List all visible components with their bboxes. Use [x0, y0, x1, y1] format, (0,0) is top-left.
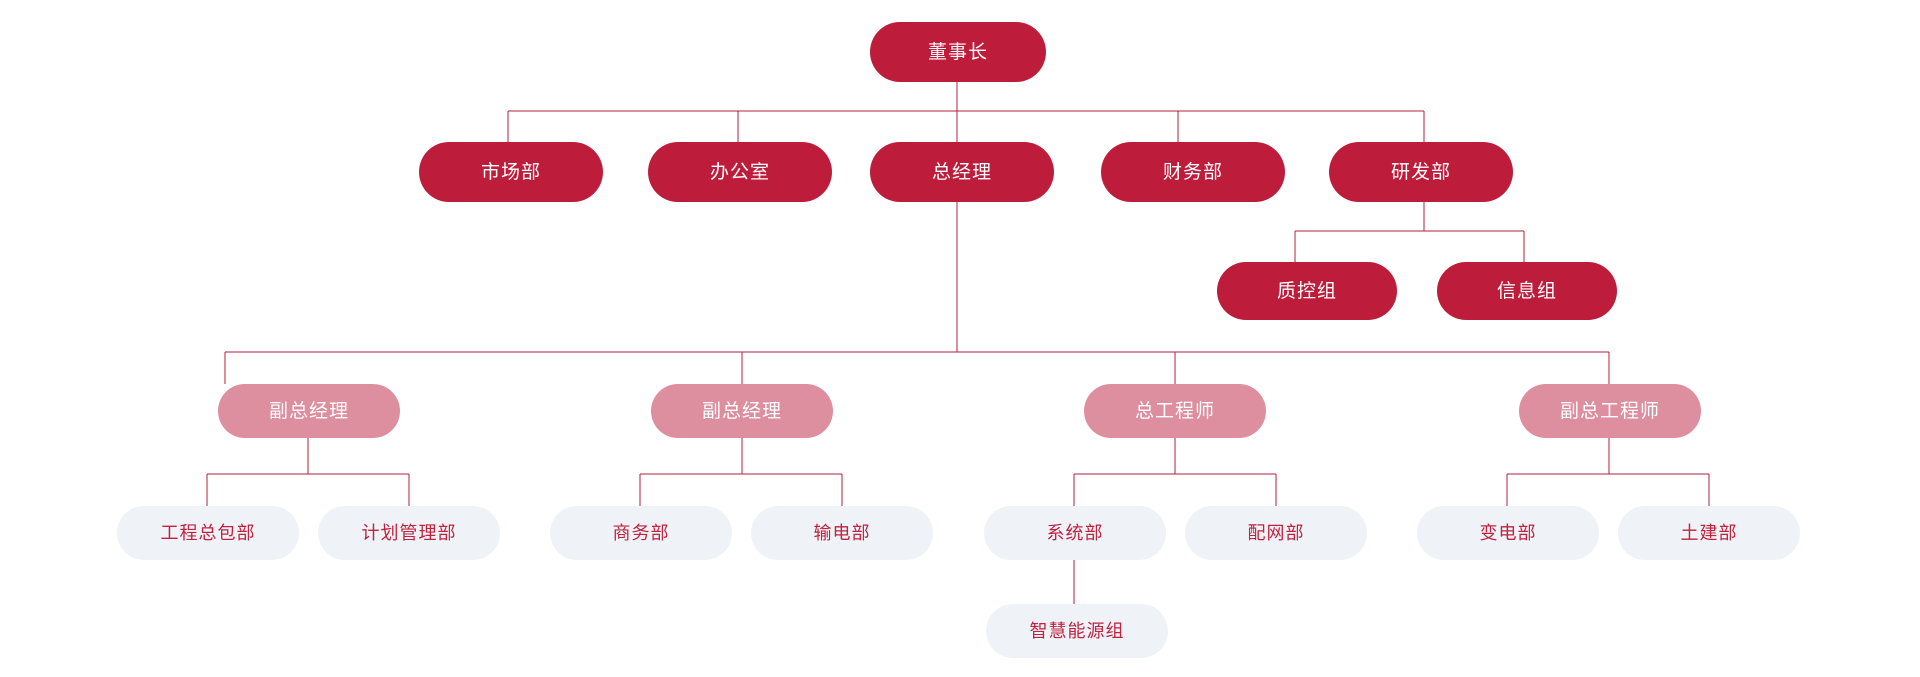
org-node-info-group[interactable]: 信息组: [1437, 262, 1617, 320]
org-node-systems-dept[interactable]: 系统部: [984, 506, 1166, 560]
org-node-chief-engineer[interactable]: 总工程师: [1084, 384, 1266, 438]
org-node-label: 信息组: [1496, 280, 1557, 302]
org-node-label: 智慧能源组: [1029, 621, 1125, 641]
org-node-smart-energy[interactable]: 智慧能源组: [986, 604, 1168, 658]
org-node-label: 变电部: [1479, 523, 1537, 543]
org-node-marketing[interactable]: 市场部: [419, 142, 603, 202]
org-node-label: 质控组: [1276, 280, 1337, 302]
org-node-epc-dept[interactable]: 工程总包部: [117, 506, 299, 560]
org-node-office[interactable]: 办公室: [648, 142, 832, 202]
org-node-label: 财务部: [1162, 161, 1223, 183]
org-node-label: 市场部: [480, 161, 541, 183]
org-node-label: 土建部: [1680, 523, 1738, 543]
org-node-label: 商务部: [612, 523, 670, 543]
org-node-label: 配网部: [1247, 523, 1305, 543]
org-node-general-manager[interactable]: 总经理: [870, 142, 1054, 202]
org-node-civil-dept[interactable]: 土建部: [1618, 506, 1800, 560]
org-node-substation-dept[interactable]: 变电部: [1417, 506, 1599, 560]
org-node-label: 输电部: [813, 523, 871, 543]
org-node-label: 办公室: [709, 161, 770, 183]
org-node-label: 计划管理部: [361, 523, 457, 543]
org-node-label: 总经理: [931, 161, 992, 183]
org-node-transmission-dept[interactable]: 输电部: [751, 506, 933, 560]
org-node-chairman[interactable]: 董事长: [870, 22, 1046, 82]
org-node-label: 副总工程师: [1559, 400, 1660, 422]
org-node-deputy-chief-eng[interactable]: 副总工程师: [1519, 384, 1701, 438]
org-node-label: 总工程师: [1134, 400, 1215, 422]
org-node-rd[interactable]: 研发部: [1329, 142, 1513, 202]
org-node-label: 副总经理: [701, 400, 782, 422]
org-node-label: 副总经理: [268, 400, 349, 422]
org-node-label: 工程总包部: [160, 523, 256, 543]
org-node-label: 董事长: [927, 41, 988, 63]
org-node-qc-group[interactable]: 质控组: [1217, 262, 1397, 320]
org-node-label: 系统部: [1046, 523, 1104, 543]
org-node-label: 研发部: [1390, 161, 1451, 183]
org-node-commercial-dept[interactable]: 商务部: [550, 506, 732, 560]
org-node-planning-dept[interactable]: 计划管理部: [318, 506, 500, 560]
org-node-deputy-gm-1[interactable]: 副总经理: [218, 384, 400, 438]
org-node-distribution-dept[interactable]: 配网部: [1185, 506, 1367, 560]
org-node-finance[interactable]: 财务部: [1101, 142, 1285, 202]
org-node-deputy-gm-2[interactable]: 副总经理: [651, 384, 833, 438]
